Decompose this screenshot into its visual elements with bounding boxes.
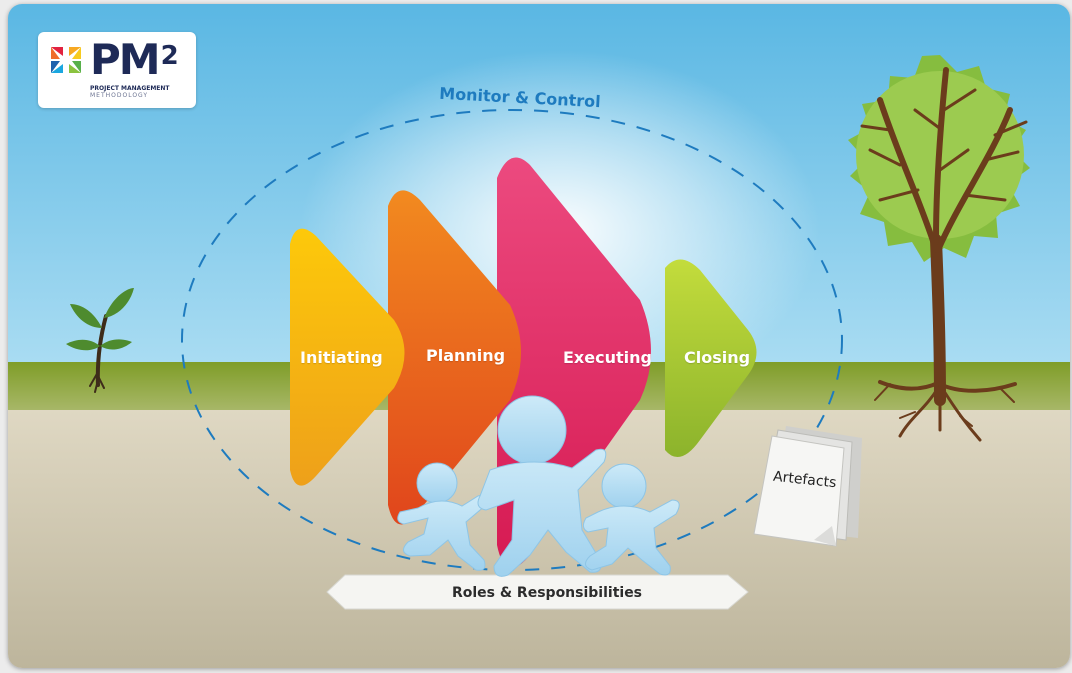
- phase-label-initiating: Initiating: [300, 348, 383, 367]
- closing-phase-shape: [665, 259, 757, 458]
- planning-phase-shape: [388, 190, 521, 525]
- roles-band: [326, 574, 749, 610]
- logo-title: PM2: [90, 35, 179, 84]
- methodology-diagram: PM2 PROJECT MANAGEMENT METHODOLOGY Monit…: [8, 4, 1070, 668]
- initiating-phase-shape: [290, 228, 405, 486]
- tree-icon: [848, 55, 1030, 442]
- logo-subtitle-line-2: METHODOLOGY: [90, 92, 149, 99]
- logo-subtitle-line-1: PROJECT MANAGEMENT: [90, 85, 170, 92]
- phase-label-executing: Executing: [563, 348, 652, 367]
- people-icon: [397, 395, 680, 577]
- document-icon: [753, 426, 862, 547]
- pm2-logo-icon: [51, 47, 81, 73]
- phase-label-planning: Planning: [426, 346, 506, 365]
- logo-subtitle: PROJECT MANAGEMENT METHODOLOGY: [90, 85, 170, 99]
- phase-label-closing: Closing: [684, 348, 751, 367]
- pm2-logo: PM2 PROJECT MANAGEMENT METHODOLOGY: [38, 32, 196, 108]
- seedling-icon: [66, 288, 134, 393]
- roles-responsibilities-label: Roles & Responsibilities: [451, 585, 643, 601]
- scene-background: [8, 4, 1070, 668]
